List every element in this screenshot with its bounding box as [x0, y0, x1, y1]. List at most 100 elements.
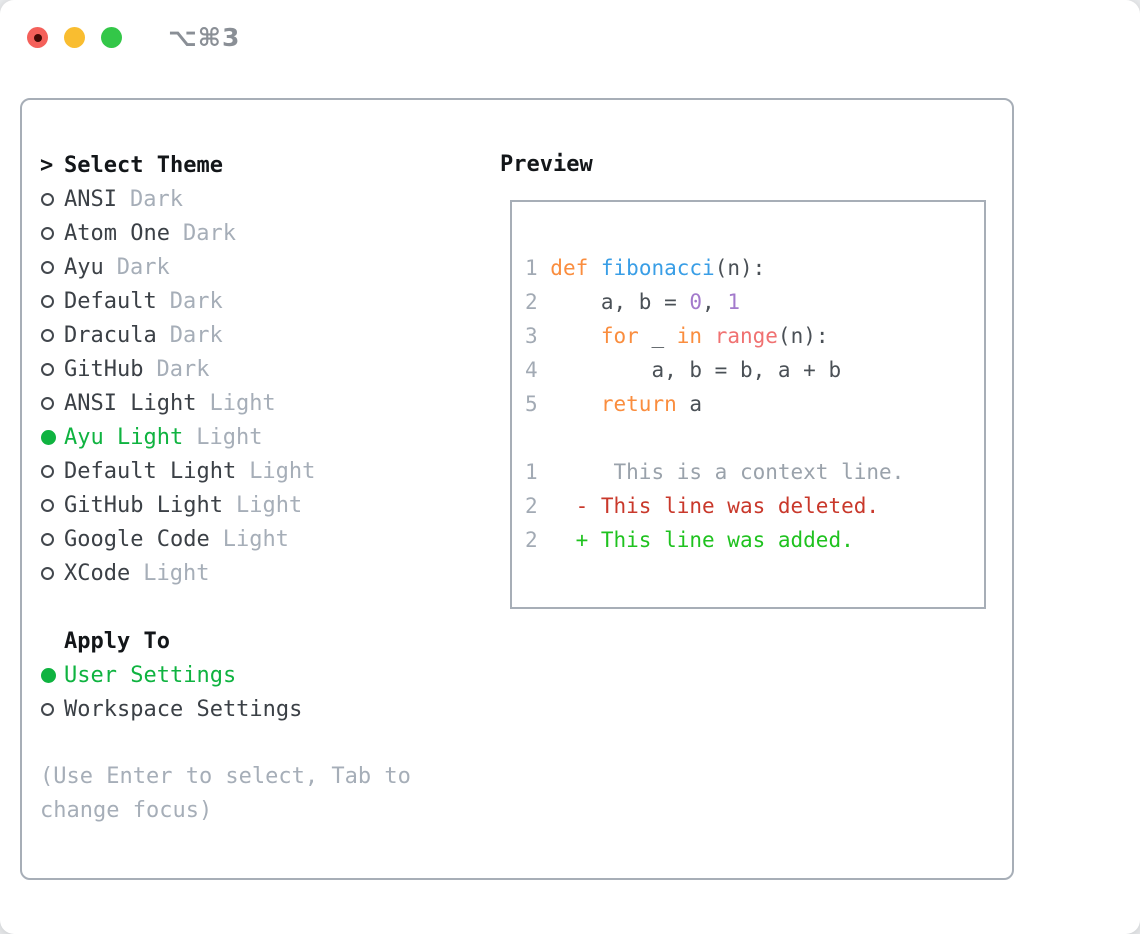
theme-name: GitHub [64, 356, 144, 382]
radio-icon [41, 192, 54, 206]
theme-option[interactable]: Google Code Light [40, 522, 411, 556]
code-token-number: 1 [727, 290, 740, 314]
theme-variant: Light [209, 390, 276, 416]
zoom-button[interactable] [101, 27, 122, 48]
theme-variant: Dark [116, 254, 170, 280]
spacer-row [40, 590, 411, 624]
theme-option[interactable]: ANSI Light Light [40, 386, 411, 420]
theme-variant: Light [249, 458, 316, 484]
theme-name: ANSI Light [64, 390, 197, 416]
theme-variant: Dark [182, 220, 236, 246]
line-number: 2 [525, 494, 551, 518]
apply-to-header: Apply To [40, 624, 411, 658]
radio-icon [41, 362, 54, 376]
code-token-plain: (n): [714, 256, 766, 280]
preview-line: 1 def fibonacci(n): [525, 251, 980, 285]
radio-icon [41, 226, 54, 240]
code-token-keyword: in [676, 324, 703, 348]
code-token-plain [702, 324, 715, 348]
theme-option[interactable]: Ayu Dark [40, 250, 411, 284]
code-token-context: This is a context line. [550, 460, 905, 484]
code-token-plain [550, 528, 575, 552]
code-token-plain: _ [638, 324, 677, 348]
theme-name: Dracula [64, 322, 157, 348]
code-token-keyword: return [600, 392, 677, 416]
code-token-number: 0 [689, 290, 703, 314]
radio-icon [41, 702, 54, 716]
theme-name: Google Code [64, 526, 210, 552]
line-number: 1 [525, 256, 551, 280]
theme-option[interactable]: GitHub Dark [40, 352, 411, 386]
code-token-plain [588, 256, 601, 280]
radio-icon [41, 294, 54, 308]
code-token-plain: a, b = [550, 290, 690, 314]
preview-line: 2 - This line was deleted. [525, 489, 980, 523]
theme-option[interactable]: GitHub Light Light [40, 488, 411, 522]
radio-selected-icon [41, 667, 56, 683]
preview-title: Preview [500, 152, 593, 177]
code-token-function: fibonacci [600, 256, 715, 280]
preview-line: 1 This is a context line. [525, 455, 980, 489]
apply-to-option-label: Workspace Settings [64, 696, 303, 722]
theme-variant: Light [235, 492, 303, 518]
radio-icon [41, 396, 54, 410]
code-token-deleted: - This line was deleted. [575, 494, 880, 518]
theme-option[interactable]: XCode Light [40, 556, 411, 590]
theme-option[interactable]: Dracula Dark [40, 318, 411, 352]
theme-list-header: > Select Theme [40, 148, 411, 182]
line-number: 2 [525, 528, 551, 552]
code-token-plain: a, b = b, a + b [550, 358, 842, 382]
radio-icon [41, 498, 54, 512]
minimize-button[interactable] [64, 27, 85, 48]
preview-line: 3 for _ in range(n): [525, 319, 980, 353]
apply-to-option[interactable]: User Settings [40, 658, 411, 692]
titlebar: ⌥⌘3 [0, 0, 1140, 74]
code-token-plain: a [676, 392, 703, 416]
theme-name: Ayu Light [64, 424, 184, 450]
theme-variant: Dark [129, 186, 183, 212]
code-token-keyword: def [550, 256, 589, 280]
theme-name: XCode [64, 560, 131, 586]
code-token-plain: (n): [777, 324, 829, 348]
line-number: 2 [525, 290, 551, 314]
help-line: change focus) [40, 798, 213, 823]
line-number: 3 [525, 324, 551, 348]
selection-prompt-icon: > [40, 152, 54, 178]
theme-variant: Dark [156, 356, 210, 382]
radio-icon [41, 260, 54, 274]
apply-to-option[interactable]: Workspace Settings [40, 692, 411, 726]
preview-line: 2 + This line was added. [525, 523, 980, 557]
help-text: (Use Enter to select, Tab to change focu… [40, 760, 411, 828]
preview-line: 2 a, b = 0, 1 [525, 285, 980, 319]
radio-icon [41, 566, 54, 580]
theme-variant: Light [222, 526, 289, 552]
code-token-call: range [714, 324, 778, 348]
code-token-plain: , [702, 290, 728, 314]
preview-line [525, 421, 980, 455]
theme-variant: Dark [169, 322, 223, 348]
close-button[interactable] [27, 27, 48, 48]
theme-variant: Dark [169, 288, 223, 314]
theme-name: Ayu [64, 254, 104, 280]
apply-to-title: Apply To [64, 628, 170, 654]
theme-name: GitHub Light [64, 492, 223, 518]
radio-icon [41, 328, 54, 342]
line-number [525, 426, 550, 450]
line-number: 1 [525, 460, 551, 484]
code-token-plain [550, 392, 601, 416]
theme-option[interactable]: ANSI Dark [40, 182, 411, 216]
apply-to-option-label: User Settings [64, 662, 237, 688]
theme-variant: Light [143, 560, 210, 586]
code-token-plain [550, 494, 575, 518]
theme-name: ANSI [64, 186, 117, 212]
